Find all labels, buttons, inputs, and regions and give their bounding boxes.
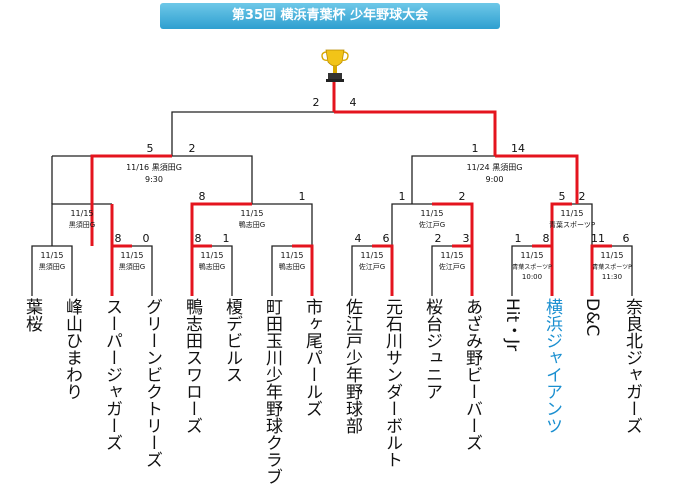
match-date: 11/15: [440, 251, 463, 260]
match-venue: 佐江戸G: [439, 262, 465, 271]
bracket-line: [172, 155, 253, 204]
score-right: 2: [579, 190, 586, 203]
bracket-line: [411, 155, 495, 204]
bracket-line: [511, 245, 532, 296]
match-venue: 青葉スポーツP: [549, 220, 595, 229]
winner-line: [372, 244, 394, 296]
bracket-line: [351, 245, 372, 296]
score-right: 2: [189, 142, 196, 155]
winner-line: [190, 202, 252, 246]
winner-line: [334, 110, 497, 156]
match-date: 11/15: [70, 209, 93, 218]
score-left: 5: [559, 190, 566, 203]
match-venue: 黒須田G: [69, 220, 95, 229]
winner-path-lines: [90, 82, 612, 296]
score-left: 1: [472, 142, 479, 155]
score-left: 2: [313, 96, 320, 109]
score-right: 1: [223, 232, 230, 245]
score-left: 8: [199, 190, 206, 203]
match-date: 11/15: [240, 209, 263, 218]
score-left: 5: [147, 142, 154, 155]
match-time: 9:00: [486, 175, 504, 184]
match-date: 11/15: [600, 251, 623, 260]
bracket-line: [212, 245, 233, 296]
trophy-icon: [321, 49, 349, 82]
bracket-line: [271, 245, 292, 296]
match-date: 11/15: [360, 251, 383, 260]
score-left: 11: [591, 232, 605, 245]
match-date: 11/15: [420, 209, 443, 218]
match-date: 11/15: [280, 251, 303, 260]
winner-line: [432, 202, 474, 246]
team-name: あざみ野ビーバーズ: [462, 298, 482, 451]
match-venue: 鴨志田G: [279, 262, 305, 271]
match-time: 10:00: [522, 273, 542, 281]
match-date-venue: 11/24 黒須田G: [467, 163, 523, 172]
score-right: 6: [623, 232, 630, 245]
score-right: 14: [511, 142, 525, 155]
score-left: 1: [515, 232, 522, 245]
match-time: 9:30: [145, 175, 163, 184]
match-venue: 青葉スポーツP: [512, 263, 552, 271]
score-left: 4: [355, 232, 362, 245]
score-right: 3: [463, 232, 470, 245]
match-date: 11/15: [40, 251, 63, 260]
bracket-lines: [31, 111, 633, 296]
score-left: 1: [399, 190, 406, 203]
match-venue: 黒須田G: [39, 262, 65, 271]
match-date: 11/15: [200, 251, 223, 260]
match-venue: 鴨志田G: [199, 262, 225, 271]
team-name: Hit・Jr: [502, 298, 522, 352]
bracket-line: [572, 203, 593, 246]
score-right: 8: [543, 232, 550, 245]
match-venue: 青葉スポーツP: [592, 263, 632, 271]
winner-line: [90, 154, 172, 246]
team-name: スーパージャガーズ: [102, 298, 122, 451]
match-venue: 黒須田G: [119, 262, 145, 271]
team-name: 桜台ジュニア: [422, 298, 442, 400]
team-name: D&C: [582, 298, 602, 337]
score-left: 8: [195, 232, 202, 245]
score-right: 0: [143, 232, 150, 245]
match-date-venue: 11/16 黒須田G: [126, 163, 182, 172]
team-name: 町田玉川少年野球クラブ: [262, 298, 282, 485]
bracket-line: [252, 203, 313, 246]
team-name: 鴨志田スワローズ: [182, 298, 202, 434]
winner-line: [550, 202, 572, 246]
team-name: 奈良北ジャガーズ: [622, 298, 642, 434]
score-left: 2: [435, 232, 442, 245]
score-right: 2: [459, 190, 466, 203]
score-right: 4: [350, 96, 357, 109]
winner-line: [495, 154, 579, 204]
match-date: 11/15: [520, 251, 543, 260]
match-venue: 佐江戸G: [359, 262, 385, 271]
score-right: 6: [383, 232, 390, 245]
match-date: 11/15: [560, 209, 583, 218]
tournament-title: 第35回 横浜青葉杯 少年野球大会: [160, 3, 500, 29]
bracket-line: [612, 245, 633, 296]
match-time: 11:30: [602, 273, 622, 281]
team-name: 市ヶ尾パールズ: [302, 298, 322, 417]
bracket-line: [132, 245, 153, 296]
match-date: 11/15: [120, 251, 143, 260]
team-name: 峰山ひまわり: [62, 298, 82, 400]
match-venue: 佐江戸G: [419, 220, 445, 229]
team-name: グリーンビクトリーズ: [142, 298, 162, 468]
bracket-line: [391, 203, 432, 246]
winner-line: [590, 244, 612, 296]
team-name: 横浜ジャイアンツ: [542, 298, 562, 434]
team-name: 元石川サンダーボルト: [382, 298, 402, 468]
team-name: 榎デビルス: [222, 298, 242, 383]
team-name: 葉桜: [22, 298, 42, 332]
match-venue: 鴨志田G: [239, 220, 265, 229]
bracket-line: [431, 245, 452, 296]
winner-line: [292, 244, 314, 296]
team-name: 佐江戸少年野球部: [342, 298, 362, 434]
bracket-line: [171, 111, 334, 156]
score-left: 8: [115, 232, 122, 245]
score-right: 1: [299, 190, 306, 203]
